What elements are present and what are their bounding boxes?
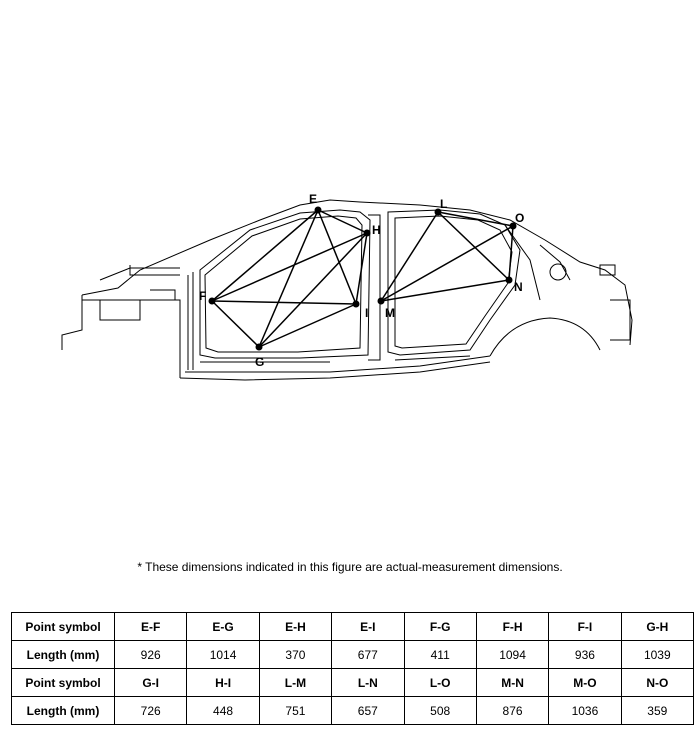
point-i xyxy=(352,300,360,308)
point-g xyxy=(255,343,263,351)
line-f-g xyxy=(211,300,260,348)
table-cell: M-N xyxy=(475,668,550,697)
row-header: Length (mm) xyxy=(11,640,115,669)
line-m-o xyxy=(380,225,514,302)
table-cell: 677 xyxy=(331,640,405,669)
table-cell: E-F xyxy=(113,612,188,641)
table-cell: L-O xyxy=(403,668,477,697)
table-cell: L-M xyxy=(258,668,333,697)
dimension-table: Point symbol E-F E-G E-H E-I F-G F-H F-I… xyxy=(11,612,695,725)
table-cell: H-I xyxy=(186,668,260,697)
label-n: N xyxy=(514,280,523,294)
measurement-points xyxy=(208,206,517,351)
table-cell: 726 xyxy=(113,696,188,725)
footnote: * These dimensions indicated in this fig… xyxy=(137,560,563,574)
line-n-o xyxy=(508,225,514,281)
table-cell: E-H xyxy=(258,612,333,641)
table-cell: F-H xyxy=(475,612,550,641)
table-row: Point symbol E-F E-G E-H E-I F-G F-H F-I… xyxy=(11,612,695,641)
label-g: G xyxy=(255,355,264,369)
line-g-i xyxy=(258,303,357,348)
line-l-n xyxy=(437,211,510,281)
line-f-h xyxy=(211,232,368,302)
line-m-n xyxy=(380,279,510,302)
car-body-side-diagram: E F G H I L M N O xyxy=(61,192,633,381)
table-cell: 876 xyxy=(475,696,550,725)
point-n xyxy=(505,276,513,284)
car-body-outline xyxy=(61,199,633,381)
table-cell: 411 xyxy=(403,640,477,669)
table-cell: M-O xyxy=(548,668,622,697)
point-labels: E F G H I L M N O xyxy=(199,192,524,369)
table-cell: 1036 xyxy=(548,696,622,725)
table-cell: 1039 xyxy=(620,640,695,669)
table-cell: G-I xyxy=(113,668,188,697)
table-cell: 370 xyxy=(258,640,333,669)
table-cell: 359 xyxy=(620,696,695,725)
row-header: Length (mm) xyxy=(11,696,115,725)
label-e: E xyxy=(309,192,317,206)
table-cell: F-I xyxy=(548,612,622,641)
label-m: M xyxy=(385,306,395,320)
line-e-h xyxy=(317,209,368,234)
label-l: L xyxy=(440,197,447,211)
table-cell: N-O xyxy=(620,668,695,697)
table-row: Length (mm) 726 448 751 657 508 876 1036… xyxy=(11,696,695,725)
label-f: F xyxy=(199,289,206,303)
label-h: H xyxy=(372,223,381,237)
line-f-i xyxy=(211,300,357,305)
table-cell: 448 xyxy=(186,696,260,725)
point-l xyxy=(434,208,442,216)
table-row: Point symbol G-I H-I L-M L-N L-O M-N M-O… xyxy=(11,668,695,697)
line-e-g xyxy=(258,209,319,348)
measurement-lines xyxy=(211,209,514,348)
point-o xyxy=(509,222,517,230)
point-e xyxy=(314,206,322,214)
table-row: Length (mm) 926 1014 370 677 411 1094 93… xyxy=(11,640,695,669)
table-cell: 751 xyxy=(258,696,333,725)
table-cell: E-G xyxy=(186,612,260,641)
point-h xyxy=(363,229,371,237)
row-header: Point symbol xyxy=(11,612,115,641)
table-cell: E-I xyxy=(331,612,405,641)
table-cell: 936 xyxy=(548,640,622,669)
table-cell: 1094 xyxy=(475,640,550,669)
point-m xyxy=(377,297,385,305)
table-cell: 1014 xyxy=(186,640,260,669)
line-g-h xyxy=(258,232,368,348)
row-header: Point symbol xyxy=(11,668,115,697)
line-e-i xyxy=(317,209,357,305)
table-cell: L-N xyxy=(331,668,405,697)
label-i: I xyxy=(365,306,368,320)
line-l-o xyxy=(437,211,514,227)
table-cell: 657 xyxy=(331,696,405,725)
table-cell: 508 xyxy=(403,696,477,725)
line-l-m xyxy=(380,211,439,302)
line-e-f xyxy=(211,209,319,302)
line-h-i xyxy=(355,232,368,305)
table-cell: G-H xyxy=(620,612,695,641)
table-cell: F-G xyxy=(403,612,477,641)
label-o: O xyxy=(515,211,524,225)
table-cell: 926 xyxy=(113,640,188,669)
point-f xyxy=(208,297,216,305)
